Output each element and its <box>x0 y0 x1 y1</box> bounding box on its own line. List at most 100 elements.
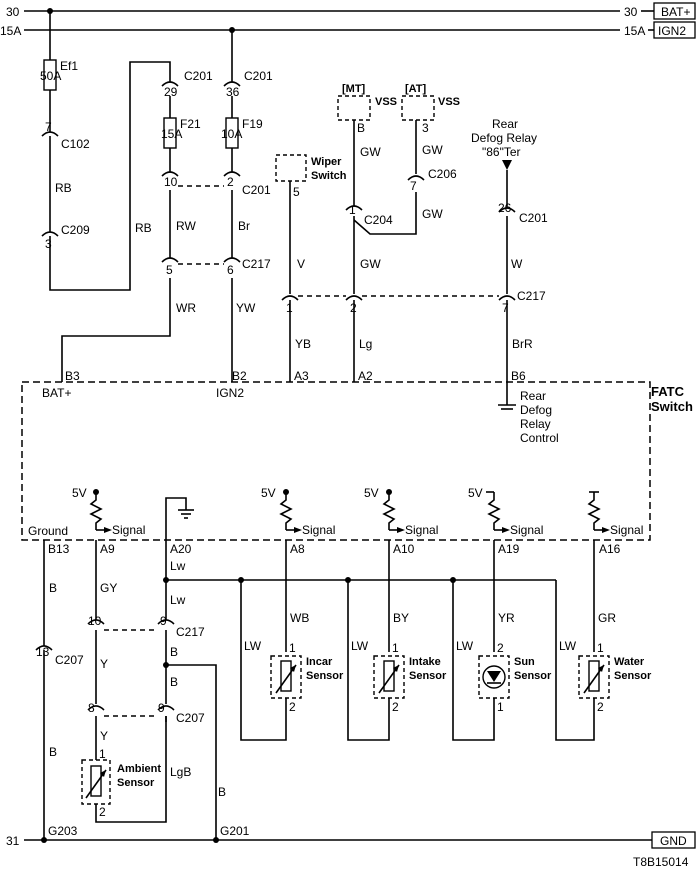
vss-at-tag: [AT] <box>405 83 427 95</box>
wire-gw-main: GW <box>360 257 381 271</box>
pullup-a16: Signal <box>587 491 643 537</box>
c204-label: C204 <box>364 213 393 227</box>
connector-c201-2-icon <box>223 171 241 177</box>
c217-pin-7: 7 <box>502 301 509 315</box>
c209-label: C209 <box>61 223 90 237</box>
wire-b-gnd-2: B <box>49 745 57 759</box>
c207-label-a: C207 <box>55 653 84 667</box>
f21-branch: 29 C201 F21 15A 10 RW 5 WR <box>61 69 213 382</box>
fatc-title-1: FATC <box>651 384 685 399</box>
vss-mt-tag: [MT] <box>342 83 366 95</box>
connector-c217-7-icon <box>498 295 516 301</box>
wire-lw-water: LW <box>559 639 577 653</box>
incar-label-1: Incar <box>306 656 333 668</box>
fatc-pin-b3: B3 <box>65 369 80 383</box>
ground-g201: G201 <box>220 824 250 838</box>
c102-pin: 7 <box>45 120 52 134</box>
bat-box-label: BAT+ <box>661 5 690 19</box>
fatc-5v-4: 5V <box>468 486 483 500</box>
connector-c201-36-icon <box>223 81 241 87</box>
wire-v: V <box>297 257 305 271</box>
connector-c206-icon <box>407 175 425 181</box>
incar-label-2: Sensor <box>306 670 344 682</box>
ef1-branch: Ef1 50A 7 C102 RB C209 3 RB <box>40 8 171 291</box>
vss-mt: [MT] VSS B GW <box>337 83 397 206</box>
c201-pin-36: 36 <box>226 85 240 99</box>
fatc-pin-b6: B6 <box>511 369 526 383</box>
arrow-down-icon <box>502 160 512 170</box>
relay-ctrl-1: Rear <box>520 389 546 403</box>
c207-pin-13: 13 <box>36 645 50 659</box>
fatc-pin-a10: A10 <box>393 542 415 556</box>
pullup-a9: 5V Signal <box>72 486 145 537</box>
ground-g203: G203 <box>48 824 78 838</box>
c201-label-a: C201 <box>184 69 213 83</box>
relay-ctrl-2: Defog <box>520 403 552 417</box>
gnd-box-label: GND <box>660 834 687 848</box>
connector-c217-6-icon <box>223 257 241 263</box>
c206-pin: 7 <box>410 179 417 193</box>
water-sensor: GR 1 2 Water Sensor LW <box>555 540 652 741</box>
sun-label-2: Sensor <box>514 670 552 682</box>
connector-c207-9-icon <box>157 705 175 711</box>
connector-c207-13-icon <box>35 645 53 651</box>
wire-yb: YB <box>295 337 311 351</box>
lw-bus <box>166 577 556 583</box>
c207-pin-9: 9 <box>158 701 165 715</box>
bat-rail: 30 30 BAT+ <box>6 2 696 20</box>
c207-label-b: C207 <box>176 711 205 725</box>
vss-mt-label: VSS <box>375 96 397 108</box>
fuse-ef1-name: Ef1 <box>60 59 78 73</box>
fuse-f19-rating: 10A <box>221 127 242 141</box>
vss-at: [AT] VSS 3 GW 7 C206 GW 1 C204 GW <box>345 83 460 294</box>
wire-br: Br <box>238 219 250 233</box>
connector-c217-9-icon <box>157 619 175 625</box>
c217-label-c: C217 <box>176 625 205 639</box>
fuse-f19-name: F19 <box>242 117 263 131</box>
c201-pin-29: 29 <box>164 85 178 99</box>
pullup-a19: 5V Signal <box>468 486 543 537</box>
connector-c209-icon <box>41 231 59 237</box>
sun-pin-1: 1 <box>497 700 504 714</box>
c201-pin-2: 2 <box>227 175 234 189</box>
bat-rail-right-label: 30 <box>624 5 638 19</box>
incar-sensor: WB 1 2 Incar Sensor LW <box>240 540 344 741</box>
relay-ctrl-3: Relay <box>520 417 551 431</box>
fatc-pin-b13: B13 <box>48 542 70 556</box>
connector-c217-1-icon <box>281 295 299 301</box>
fatc-signal-3: Signal <box>405 523 438 537</box>
wire-lw-2: Lw <box>170 593 186 607</box>
wire-lw-intake: LW <box>351 639 369 653</box>
fatc-switch-box <box>21 381 651 541</box>
fatc-switch: FATC Switch B3 B2 A3 A2 B6 BAT+ IGN2 Rea… <box>21 369 693 556</box>
c209-pin: 3 <box>45 237 52 251</box>
water-pin-1: 1 <box>597 641 604 655</box>
intake-pin-2: 2 <box>392 700 399 714</box>
defog-label-1: Rear <box>492 117 518 131</box>
ign-rail: 15A 15A IGN2 <box>0 21 696 39</box>
connector-c217-10-icon <box>87 619 105 625</box>
wire-yr: YR <box>498 611 515 625</box>
sun-label-1: Sun <box>514 656 535 668</box>
incar-pin-2: 2 <box>289 700 296 714</box>
fatc-pin-a20: A20 <box>170 542 192 556</box>
c201-pin-10: 10 <box>164 175 178 189</box>
wire-wr: WR <box>176 301 196 315</box>
defog-label-3: "86"Ter <box>482 145 521 159</box>
sun-sensor: YR 2 1 Sun Sensor LW <box>452 540 552 741</box>
wire-gr: GR <box>598 611 616 625</box>
a20-ground-path: Lw Lw 9 C217 B B B G201 9 C207 <box>157 540 250 843</box>
water-label-1: Water <box>614 656 645 668</box>
fatc-pin-a8: A8 <box>290 542 305 556</box>
c201-label-b: C201 <box>244 69 273 83</box>
defog-label-2: Defog Relay <box>471 131 537 145</box>
rear-defog-relay: Rear Defog Relay "86"Ter 26 C201 W <box>471 117 548 294</box>
c206-label: C206 <box>428 167 457 181</box>
wire-y-1: Y <box>100 657 108 671</box>
fatc-pin-a9: A9 <box>100 542 115 556</box>
c217-label-a: C217 <box>242 257 271 271</box>
c217-pin-10: 10 <box>88 614 102 628</box>
wire-rb-2: RB <box>135 221 152 235</box>
wire-y-2: Y <box>100 729 108 743</box>
fatc-signal-5: Signal <box>610 523 643 537</box>
